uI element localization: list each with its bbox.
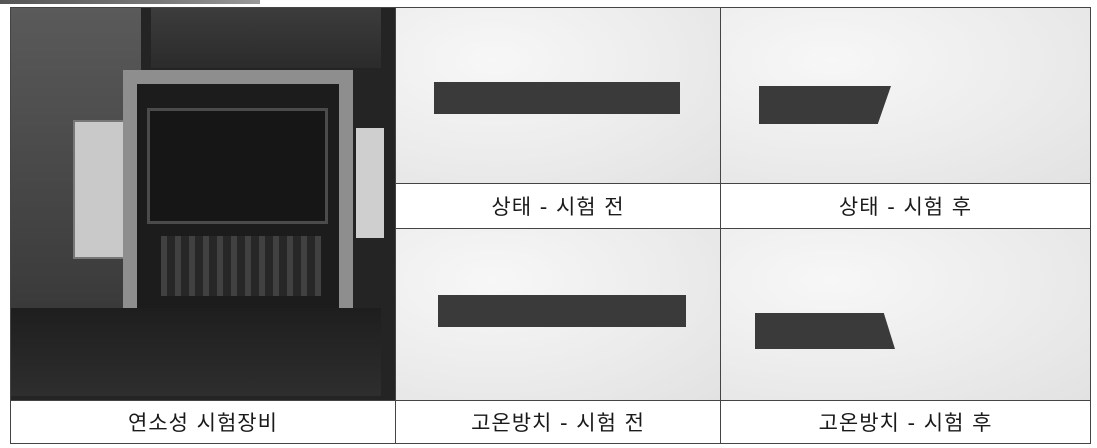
caption-insulation-after: 고온방치 - 시험 후 bbox=[720, 400, 1091, 444]
caption-equipment: 연소성 시험장비 bbox=[10, 400, 396, 444]
combustion-test-equipment-photo bbox=[11, 8, 395, 400]
insulation-after-photo-cell bbox=[720, 228, 1091, 401]
state-after-photo bbox=[721, 8, 1090, 183]
caption-state-before: 상태 - 시험 전 bbox=[395, 183, 721, 229]
caption-insulation-before: 고온방치 - 시험 전 bbox=[395, 400, 721, 444]
sample-strip-burned bbox=[759, 86, 891, 124]
test-photo-table: 상태 - 시험 전 상태 - 시험 후 연소성 시험장비 고온방치 - 시험 전… bbox=[10, 7, 1091, 444]
equipment-photo-cell bbox=[10, 7, 396, 401]
state-before-photo bbox=[396, 8, 720, 183]
insulation-after-photo bbox=[721, 229, 1090, 400]
insulation-before-photo-cell bbox=[395, 228, 721, 401]
sample-strip-burned bbox=[755, 313, 895, 349]
caption-state-after: 상태 - 시험 후 bbox=[720, 183, 1091, 229]
top-line-fragment bbox=[0, 0, 260, 4]
state-after-photo-cell bbox=[720, 7, 1091, 184]
state-before-photo-cell bbox=[395, 7, 721, 184]
insulation-before-photo bbox=[396, 229, 720, 400]
sample-strip bbox=[438, 295, 686, 327]
sample-strip bbox=[434, 82, 680, 114]
